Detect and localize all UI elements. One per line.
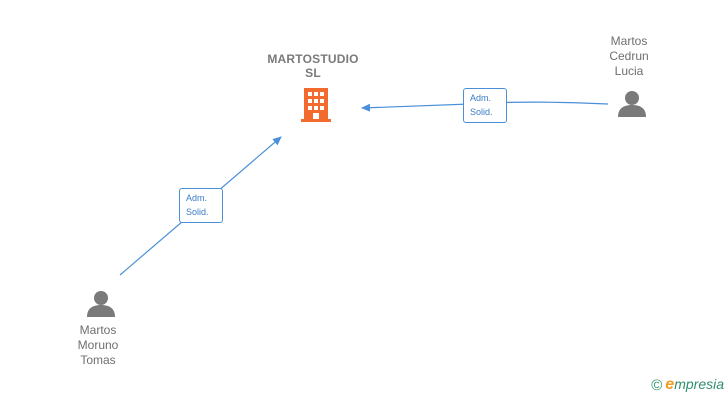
person-name-line2: Cedrun [609, 49, 649, 63]
edge-label-line2: Solid. [470, 107, 493, 117]
person-name-line3: Lucia [614, 64, 644, 78]
copyright-icon: © [651, 376, 663, 394]
company-name-line2: SL [305, 66, 321, 80]
company-name[interactable]: MARTOSTUDIO SL [253, 52, 373, 80]
building-icon[interactable] [301, 88, 331, 122]
edge-label-line2: Solid. [186, 207, 209, 217]
brand-logo: © empresia [651, 376, 724, 394]
person-icon[interactable] [618, 91, 646, 117]
brand-initial: e [665, 376, 675, 393]
person-name-lucia[interactable]: Martos Cedrun Lucia [584, 34, 674, 79]
person-name-line2: Moruno [77, 338, 119, 352]
edge-label-lucia: Adm. Solid. [463, 88, 507, 123]
person-name-line1: Martos [610, 34, 648, 48]
edge-label-line1: Adm. [186, 193, 208, 203]
edge-label-tomas: Adm. Solid. [179, 188, 223, 223]
person-name-line3: Tomas [80, 353, 116, 367]
person-name-tomas[interactable]: Martos Moruno Tomas [53, 323, 143, 368]
person-icon[interactable] [87, 291, 115, 317]
brand-name: mpresia [674, 376, 724, 392]
edge-label-line1: Adm. [470, 93, 492, 103]
person-name-line1: Martos [79, 323, 117, 337]
company-name-line1: MARTOSTUDIO [267, 52, 359, 66]
